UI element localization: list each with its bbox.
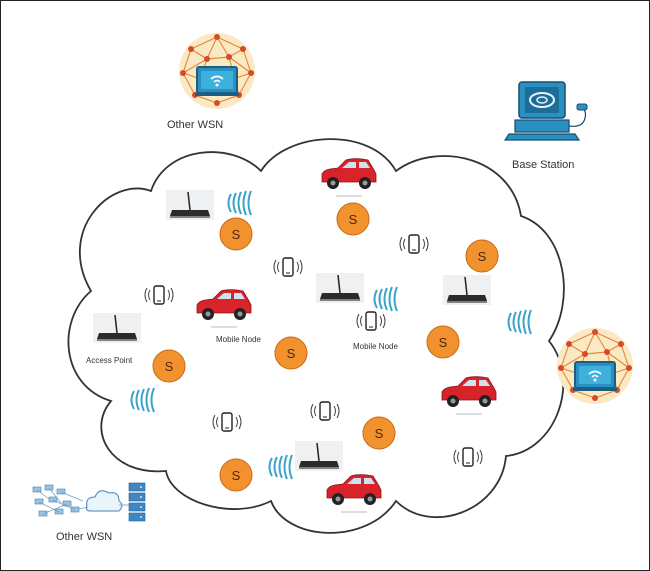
router-icon xyxy=(442,274,492,306)
router-icon xyxy=(92,312,142,344)
mobile-node-left-label: Mobile Node xyxy=(216,335,261,344)
other-wsn-top-label: Other WSN xyxy=(167,119,224,131)
router-icon xyxy=(165,189,215,221)
sensor-node-icon xyxy=(152,349,186,383)
other-wsn-bottom-label: Other WSN xyxy=(56,531,113,543)
network-cloud xyxy=(67,138,565,534)
sensor-node-icon xyxy=(336,202,370,236)
sensor-node-icon xyxy=(219,217,253,251)
router-icon xyxy=(315,272,365,304)
mesh-globe-icon xyxy=(556,327,634,405)
computer-terminal-icon xyxy=(503,81,588,141)
mesh-globe-icon xyxy=(178,32,256,110)
network-topology-icon xyxy=(32,482,146,522)
sensor-node-icon xyxy=(362,416,396,450)
base-station-label: Base Station xyxy=(512,159,575,171)
sensor-node-icon xyxy=(274,336,308,370)
sensor-node-icon xyxy=(465,239,499,273)
sensor-node-icon xyxy=(426,325,460,359)
mobile-node-center-label: Mobile Node xyxy=(353,342,398,351)
router-icon xyxy=(294,440,344,472)
access-point-label: Access Point xyxy=(86,356,133,365)
sensor-node-icon xyxy=(219,458,253,492)
